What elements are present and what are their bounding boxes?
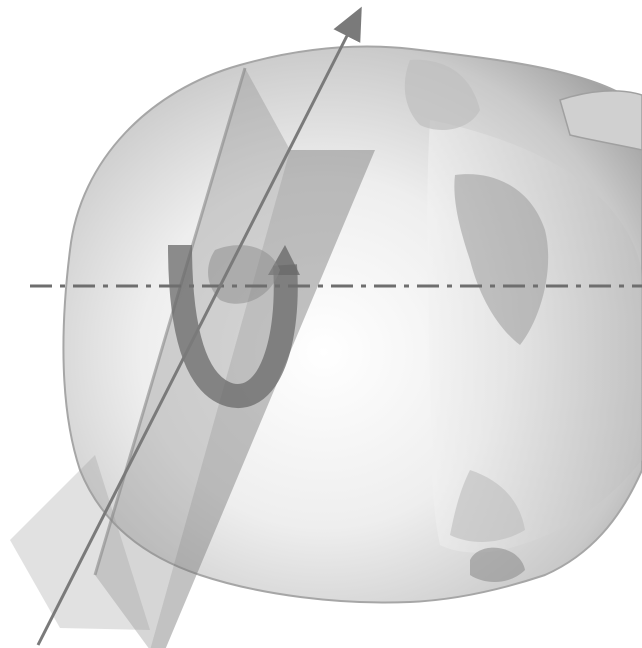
skull-figure: [0, 0, 642, 648]
